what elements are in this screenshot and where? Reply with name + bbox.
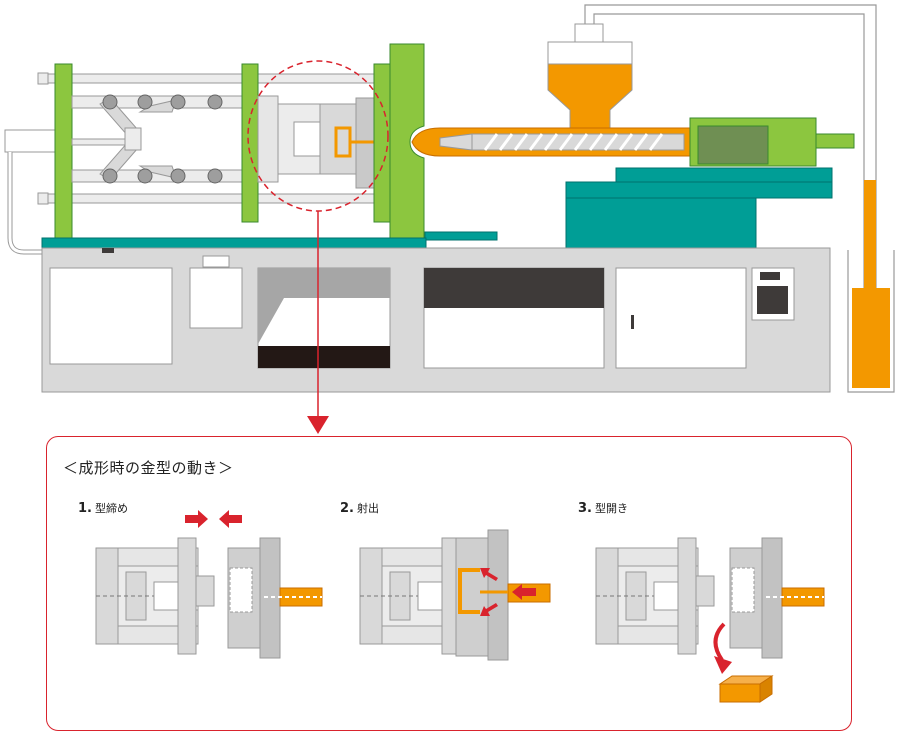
eject-arrowhead xyxy=(714,656,732,674)
step-1-number: 1. xyxy=(78,501,92,516)
molded-part xyxy=(718,675,774,703)
toggle-mechanism xyxy=(71,94,245,184)
step-2-text: 射出 xyxy=(356,502,379,515)
material-feed-pipe xyxy=(584,4,877,318)
clamp-arrows xyxy=(185,510,242,528)
callout-arrow xyxy=(307,211,329,434)
material-tank xyxy=(847,180,895,393)
step-2-number: 2. xyxy=(340,501,354,516)
hopper xyxy=(547,23,633,133)
step-3-diagram xyxy=(595,537,825,703)
injection-arrows xyxy=(480,568,536,616)
step-3-text: 型開き xyxy=(594,502,628,515)
machine-base xyxy=(41,247,831,393)
step-2-diagram xyxy=(359,529,551,661)
step-1-label: 1.型締め xyxy=(78,500,128,516)
injection-barrel xyxy=(411,127,691,157)
eject-arrow xyxy=(713,622,726,662)
step-3-number: 3. xyxy=(578,501,592,516)
injection-unit-base xyxy=(41,167,833,249)
step-2-label: 2.射出 xyxy=(340,500,379,516)
step-1-diagram xyxy=(95,510,323,659)
step-1-text: 型締め xyxy=(94,502,128,515)
panel-title: ＜成形時の金型の動き＞ xyxy=(63,459,234,477)
step-3-label: 3.型開き xyxy=(578,500,628,516)
stationary-platen xyxy=(373,43,425,241)
screw-drive-unit xyxy=(689,117,855,167)
